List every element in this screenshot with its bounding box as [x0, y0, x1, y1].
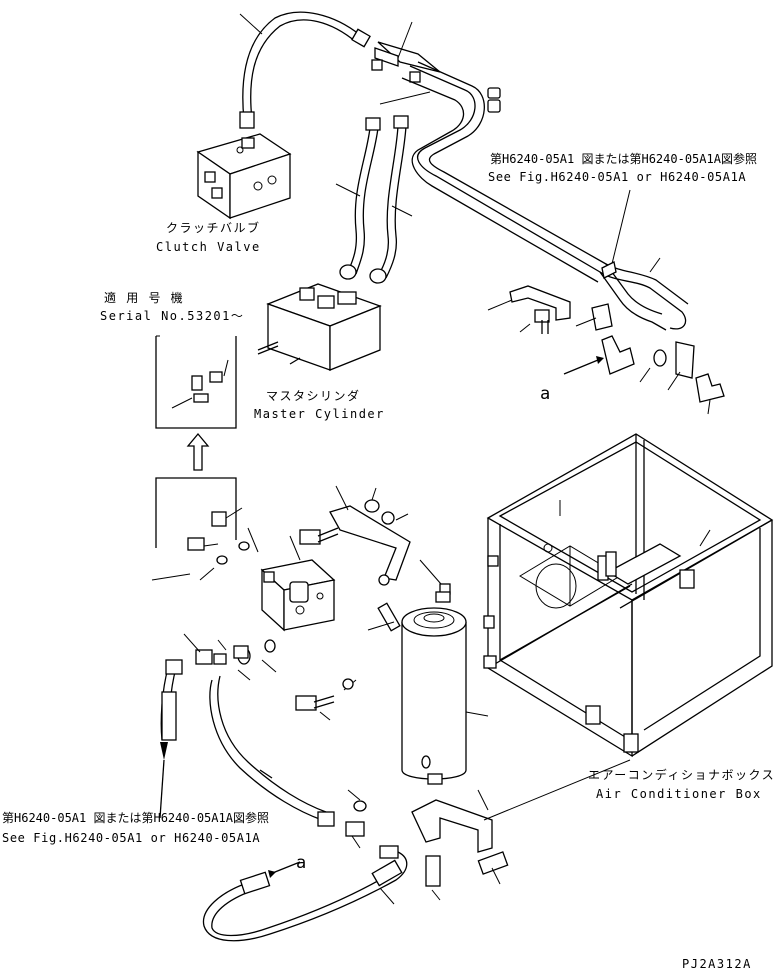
master-cylinder: [257, 283, 382, 371]
lower-hoses: [160, 659, 365, 849]
clutch-valve-label-jp: クラッチバルブ: [166, 220, 261, 235]
marker-a-top: a: [540, 384, 550, 404]
serial-inset: [155, 335, 237, 429]
reference-top-en: See Fig.H6240-05A1 or H6240-05A1A: [488, 170, 746, 184]
fittings-inset: [151, 477, 243, 581]
lower-bracket: [411, 759, 631, 901]
pipe-fittings: [183, 633, 277, 681]
master-cylinder-hoses: [335, 115, 413, 284]
mounting-bracket: [299, 485, 451, 595]
marker-a-bottom: a: [296, 853, 306, 873]
drawing-code: PJ2A312A: [682, 957, 752, 971]
ac-box-label-jp: エアーコンディショナボックス: [588, 767, 775, 782]
receiver-drier: [295, 591, 489, 812]
reference-top-jp: 第H6240-05A1 図または第H6240-05A1A図参照: [490, 151, 757, 166]
up-arrow-icon: [186, 432, 210, 471]
bottom-hose: [159, 742, 408, 942]
master-cylinder-label-jp: マスタシリンダ: [266, 388, 361, 403]
clutch-valve-label-en: Clutch Valve: [156, 240, 261, 254]
pipe-run: [379, 61, 689, 331]
ac-box-frame: [483, 433, 774, 758]
serial-label-jp: 適 用 号 機: [104, 290, 184, 305]
reference-bottom-jp: 第H6240-05A1 図または第H6240-05A1A図参照: [2, 810, 269, 825]
pipe-clamp-parts: [487, 285, 725, 415]
clutch-valve: [196, 133, 292, 220]
serial-label-en: Serial No.53201～: [100, 309, 244, 323]
junction-block: [371, 21, 501, 113]
master-cylinder-label-en: Master Cylinder: [254, 407, 385, 421]
ac-box-label-en: Air Conditioner Box: [596, 787, 762, 801]
upper-hose: [239, 11, 371, 129]
reference-bottom-en: See Fig.H6240-05A1 or H6240-05A1A: [2, 831, 260, 845]
valve-block: [199, 527, 336, 632]
